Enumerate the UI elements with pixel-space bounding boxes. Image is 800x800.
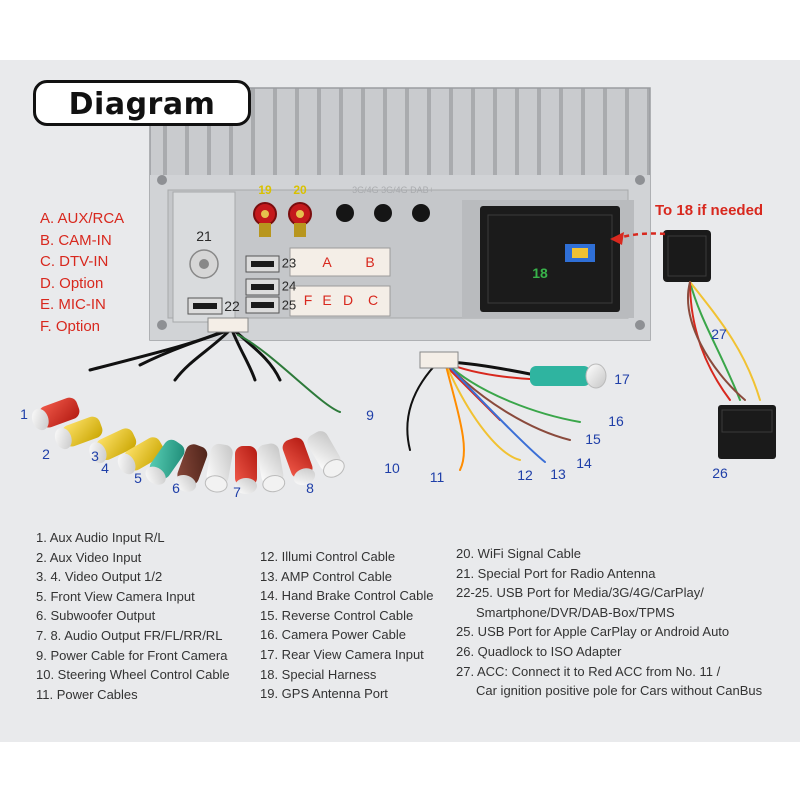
legend-item-b: B. CAM-IN <box>40 231 112 249</box>
cable-number-2: 2 <box>42 446 50 462</box>
description-column-1: 1. Aux Audio Input R/L 2. Aux Video Inpu… <box>36 528 230 704</box>
description-item: Car ignition positive pole for Cars with… <box>476 683 763 699</box>
description-item: 20. WiFi Signal Cable <box>456 546 581 561</box>
description-item: 19. GPS Antenna Port <box>260 686 388 702</box>
legend-item-f: F. Option <box>40 317 101 335</box>
page-title: Diagram <box>68 87 216 122</box>
cable-number-13: 13 <box>550 466 566 482</box>
rear-camera-rca <box>530 363 607 389</box>
description-item: 2. Aux Video Input <box>36 549 142 565</box>
description-item: Smartphone/DVR/DAB-Box/TPMS <box>476 604 675 620</box>
description-item: 13. AMP Control Cable <box>260 568 392 584</box>
usb-ports <box>187 255 280 315</box>
cable-number-16: 16 <box>608 413 624 429</box>
plug-label-f: F <box>303 292 313 308</box>
cable-number-3: 3 <box>91 448 99 464</box>
diagram-title-badge: Diagram <box>33 80 251 126</box>
antenna-port-labels: 3G/4G 3G/4G DAB+ <box>352 185 434 195</box>
port-legend: A. AUX/RCA B. CAM-IN C. DTV-IN D. Option… <box>40 208 124 338</box>
description-item: 21. Special Port for Radio Antenna <box>456 565 656 581</box>
plug-label-a: A <box>322 254 332 270</box>
legend-item-d: D. Option <box>40 274 104 292</box>
label-22: 22 <box>224 298 240 314</box>
description-item: 11. Power Cables <box>36 686 138 702</box>
description-item: 14. Hand Brake Control Cable <box>260 588 434 604</box>
description-item: 25. USB Port for Apple CarPlay or Androi… <box>456 624 730 640</box>
legend-item-a: A. AUX/RCA <box>40 210 125 227</box>
av-plug-blocks <box>289 247 391 317</box>
description-item: 16. Camera Power Cable <box>260 627 406 643</box>
cable-number-15: 15 <box>585 431 601 447</box>
description-item: 7. 8. Audio Output FR/FL/RR/RL <box>36 627 223 643</box>
cable-number-12: 12 <box>517 467 533 483</box>
description-item: 27. ACC: Connect it to Red ACC from No. … <box>456 663 721 679</box>
cable-number-14: 14 <box>576 455 592 471</box>
legend-item-c: C. DTV-IN <box>40 253 109 271</box>
callout-text: To 18 if needed <box>655 202 764 219</box>
rca-plugs <box>31 397 345 494</box>
harness-socket <box>462 200 634 318</box>
label-25: 25 <box>281 297 297 313</box>
cable-number-4: 4 <box>101 460 109 476</box>
cable-number-9: 9 <box>366 407 374 423</box>
cable-number-1: 1 <box>20 406 28 422</box>
callout-arrow <box>610 232 666 245</box>
legend-item-e: E. MIC-IN <box>40 296 106 314</box>
description-item: 22-25. USB Port for Media/3G/4G/CarPlay/ <box>456 585 704 601</box>
cable-number-6: 6 <box>172 480 180 496</box>
label-20: 20 <box>293 183 307 197</box>
description-item: 3. 4. Video Output 1/2 <box>36 569 163 585</box>
description-item: 5. Front View Camera Input <box>36 588 195 604</box>
cable-number-7: 7 <box>233 484 241 500</box>
cable-number-11: 11 <box>429 469 445 485</box>
label-24: 24 <box>281 278 297 294</box>
label-23: 23 <box>281 255 297 271</box>
description-item: 17. Rear View Camera Input <box>260 646 424 662</box>
description-item: 15. Reverse Control Cable <box>260 607 414 623</box>
label-19: 19 <box>258 183 272 197</box>
description-item: 12. Illumi Control Cable <box>260 549 396 564</box>
antenna-ports <box>189 202 430 279</box>
wire-bundles <box>88 281 761 471</box>
harness-plug <box>207 317 459 369</box>
plug-label-e: E <box>322 292 332 308</box>
label-18: 18 <box>532 265 548 281</box>
description-item: 26. Quadlock to ISO Adapter <box>456 643 622 659</box>
cable-number-17: 17 <box>614 371 630 387</box>
description-column-2: 12. Illumi Control Cable 13. AMP Control… <box>260 547 433 704</box>
cable-number-8: 8 <box>306 480 314 496</box>
plug-label-c: C <box>367 292 379 308</box>
description-item: 1. Aux Audio Input R/L <box>36 530 165 545</box>
plug-label-b: B <box>365 254 375 270</box>
cable-number-5: 5 <box>134 470 142 486</box>
description-item: 18. Special Harness <box>260 666 377 682</box>
plug-label-d: D <box>342 292 354 308</box>
cable-number-27: 27 <box>711 326 727 342</box>
description-item: 9. Power Cable for Front Camera <box>36 647 228 663</box>
description-column-3: 20. WiFi Signal Cable 21. Special Port f… <box>456 544 762 701</box>
quadlock-adapter <box>663 230 776 459</box>
cable-number-10: 10 <box>384 460 400 476</box>
cable-number-26: 26 <box>712 465 728 481</box>
description-item: 6. Subwoofer Output <box>36 608 156 624</box>
label-21: 21 <box>196 228 212 244</box>
description-item: 10. Steering Wheel Control Cable <box>36 667 230 683</box>
